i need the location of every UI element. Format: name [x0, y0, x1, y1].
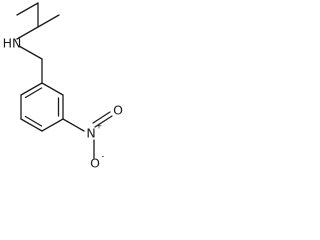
bond-ring-nitro	[62, 118, 85, 132]
bond-nh-ch2	[18, 45, 43, 60]
bond-nitro-o-double-2	[92, 111, 111, 124]
ring-bond-1	[20, 82, 43, 96]
bond-ch-methyl	[37, 14, 60, 28]
atom-label-nitro-o-double: O	[113, 103, 123, 118]
atom-charge-nitro-o: -	[102, 152, 105, 161]
ring-bond-4	[41, 118, 64, 132]
bond-ch-nh	[16, 26, 39, 40]
ring-bond-6	[41, 82, 64, 96]
ring-double-bond-b	[24, 115, 43, 127]
molecule-structure: HN N + O O -	[3, 2, 123, 171]
bond-nitro-o-double-1	[94, 115, 113, 128]
ring-double-bond-a	[24, 87, 43, 99]
ring-bond-3	[20, 118, 43, 132]
atom-label-amine: HN	[3, 36, 22, 51]
bond-ethyl-ch3-ch2	[16, 2, 39, 16]
atom-charge-nitro-n: +	[96, 122, 103, 131]
structure-canvas: HN N + O O -	[0, 0, 155, 219]
atom-label-nitro-o-single: O	[90, 156, 100, 171]
atom-label-nitro-n: N	[86, 126, 95, 141]
